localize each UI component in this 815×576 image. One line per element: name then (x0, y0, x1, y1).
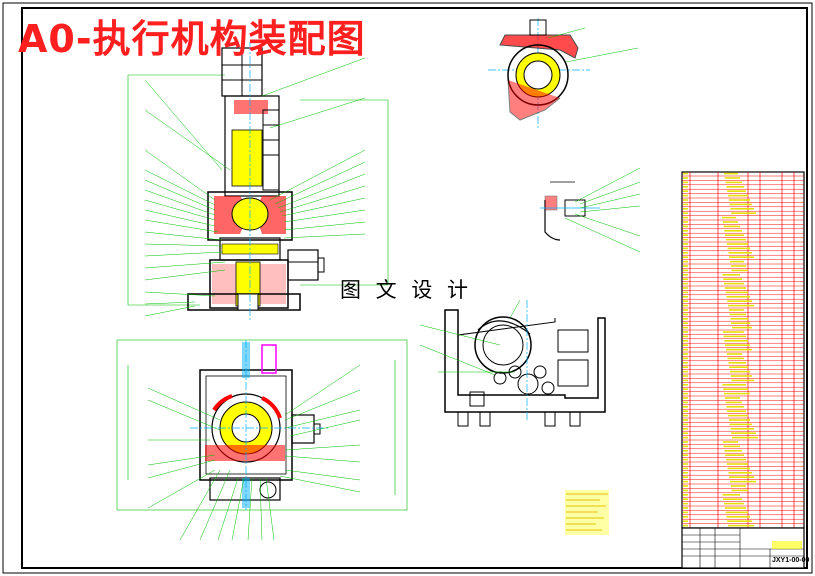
title-block (681, 527, 805, 569)
front-view (127, 42, 389, 320)
drawing-code: JXY1-00-00 (772, 557, 810, 564)
watermark-text: 图 文 设 计 (340, 278, 473, 302)
section-detail (540, 167, 641, 253)
bearing-housing-detail (488, 18, 639, 128)
drawing-title: A0-执行机构装配图 (18, 17, 366, 61)
inner-frame (21, 7, 808, 569)
technical-notes (565, 490, 609, 535)
side-view (419, 299, 606, 427)
parts-list (681, 171, 805, 529)
top-view (116, 339, 408, 541)
